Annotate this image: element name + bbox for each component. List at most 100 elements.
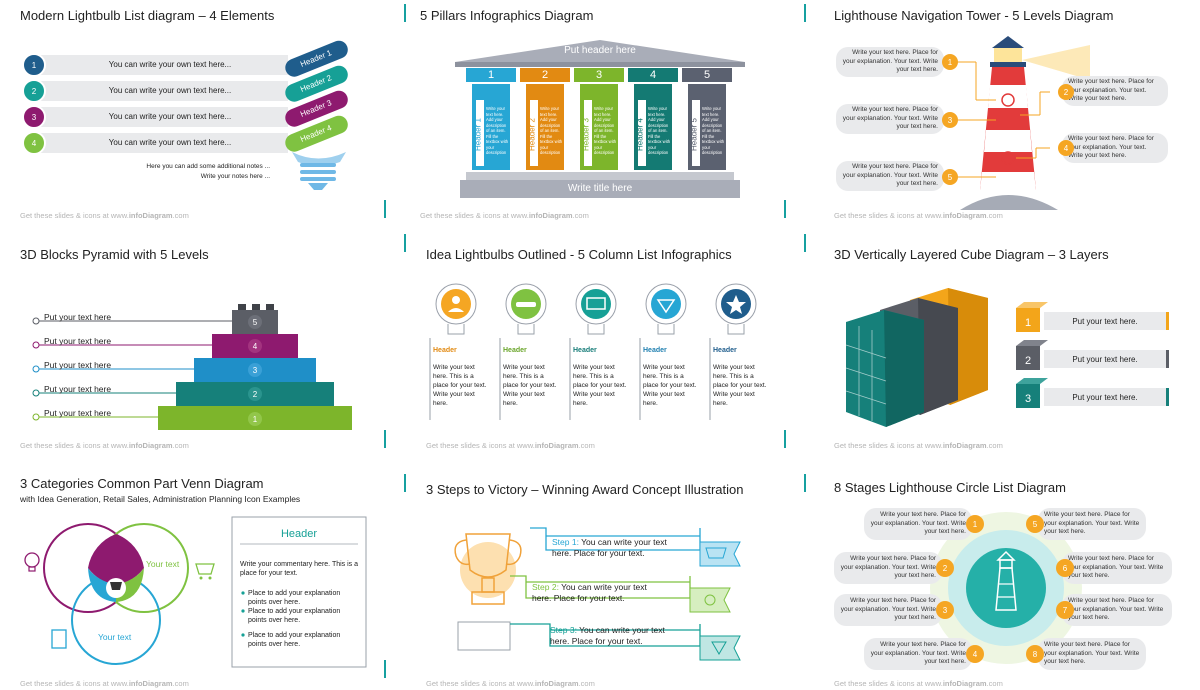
- pillar-header: Header 3: [581, 118, 591, 151]
- step-text: Step 3: You can write your text here. Pl…: [550, 625, 700, 647]
- slide-divider: [784, 200, 786, 218]
- step-text: Step 1: You can write your text here. Pl…: [552, 537, 702, 559]
- pillar-header: Header 5: [689, 118, 699, 151]
- callout-pill: Write your text here. Place for your exp…: [1062, 552, 1172, 584]
- slide-footer: Get these slides & icons at www.infoDiag…: [834, 441, 1003, 450]
- layer-number: 3: [1024, 393, 1032, 405]
- stage-number: 4: [966, 645, 984, 663]
- column-header: Header: [713, 347, 737, 354]
- slide-title: Modern Lightbulb List diagram – 4 Elemen…: [20, 8, 275, 23]
- lighthouse-circle-graphic: [930, 512, 1082, 664]
- slide-title: 3 Steps to Victory – Winning Award Conce…: [426, 482, 744, 497]
- slide-divider: [384, 430, 386, 448]
- level-number: 5: [252, 317, 258, 327]
- callout-pill: Write your text here. Place for your exp…: [834, 594, 942, 626]
- column-text: Write your text here. This is a place fo…: [643, 364, 697, 407]
- slide-title: 3D Vertically Layered Cube Diagram – 3 L…: [834, 247, 1109, 262]
- layer-text: Put your text here.: [1044, 388, 1166, 406]
- callout-pill: Write your text here. Place for your exp…: [836, 104, 944, 134]
- slide-thumbnail-steps-to-victory[interactable]: 3 Steps to Victory – Winning Award Conce…: [400, 460, 800, 690]
- pillar-number: 1: [487, 69, 495, 81]
- step-label: Step 2:: [532, 582, 559, 592]
- slide-thumbnail-blocks-pyramid[interactable]: 3D Blocks Pyramid with 5 Levels Put your…: [0, 230, 400, 460]
- box-text: Write your commentary here. This is a pl…: [240, 561, 359, 577]
- row-text: You can write your own text here...: [108, 138, 232, 147]
- slide-thumbnail-lighthouse-tower[interactable]: Lighthouse Navigation Tower - 5 Levels D…: [800, 0, 1200, 230]
- pillar-text: Write your text here. Add your descripti…: [594, 106, 617, 155]
- stage-number: 5: [1026, 515, 1044, 533]
- lightbulbs-graphic: [429, 283, 757, 420]
- bullet-item: Place to add your explanation points ove…: [248, 632, 341, 648]
- bullet-item: Place to add your explanation points ove…: [248, 590, 341, 606]
- slide-divider: [804, 234, 806, 252]
- slide-footer: Get these slides & icons at www.infoDiag…: [20, 211, 189, 220]
- stage-number: 2: [936, 559, 954, 577]
- pillar-number: 2: [541, 69, 549, 81]
- slide-divider: [804, 474, 806, 492]
- level-number: 5: [942, 169, 958, 185]
- slide-thumbnail-venn-diagram[interactable]: 3 Categories Common Part Venn Diagram wi…: [0, 460, 400, 690]
- slide-thumbnail-idea-lightbulbs[interactable]: Idea Lightbulbs Outlined - 5 Column List…: [400, 230, 800, 460]
- slide-divider: [404, 4, 406, 22]
- slide-footer: Get these slides & icons at www.infoDiag…: [20, 441, 189, 450]
- stage-number: 3: [936, 601, 954, 619]
- slide-footer: Get these slides & icons at www.infoDiag…: [834, 211, 1003, 220]
- step-line-1: You can write your text: [581, 537, 667, 547]
- slide-title: 3D Blocks Pyramid with 5 Levels: [20, 247, 209, 262]
- note-line: Here you can add some additional notes .…: [146, 163, 270, 170]
- slide-footer: Get these slides & icons at www.infoDiag…: [834, 679, 1003, 688]
- step-label: Step 3:: [550, 625, 577, 635]
- column-header: Header: [643, 347, 667, 354]
- slide-thumbnail-five-pillars[interactable]: 5 Pillars Infographics Diagram Put heade…: [400, 0, 800, 230]
- callout-pill: Write your text here. Place for your exp…: [1038, 508, 1146, 540]
- callout-pill: Write your text here. Place for your exp…: [1062, 594, 1172, 626]
- slide-footer: Get these slides & icons at www.infoDiag…: [420, 211, 589, 220]
- step-line-2: here. Place for your text.: [550, 636, 643, 646]
- base-title: Write title here: [567, 183, 633, 194]
- step-label: Step 1:: [552, 537, 579, 547]
- step-line-1: You can write your text: [561, 582, 647, 592]
- level-number: 2: [252, 389, 258, 399]
- venn-graphic: [24, 516, 367, 668]
- stage-number: 8: [1026, 645, 1044, 663]
- lightbulb-list-graphic: [22, 40, 348, 190]
- callout-pill: Write your text here. Place for your exp…: [1062, 76, 1168, 106]
- venn-circle-label: Your text: [146, 559, 180, 569]
- venn-circle-label: Your text: [52, 559, 86, 569]
- slide-divider: [804, 4, 806, 22]
- column-text: Write your text here. This is a place fo…: [433, 364, 487, 407]
- slide-footer: Get these slides & icons at www.infoDiag…: [426, 441, 595, 450]
- slide-divider: [784, 430, 786, 448]
- slide-footer: Get these slides & icons at www.infoDiag…: [426, 679, 595, 688]
- step-text: Step 2: You can write your text here. Pl…: [532, 582, 682, 604]
- slide-title: Lighthouse Navigation Tower - 5 Levels D…: [834, 8, 1114, 23]
- slide-title: 8 Stages Lighthouse Circle List Diagram: [834, 480, 1066, 495]
- row-text: You can write your own text here...: [108, 86, 232, 95]
- step-line-2: here. Place for your text.: [552, 548, 645, 558]
- slide-subtitle: with Idea Generation, Retail Sales, Admi…: [20, 494, 301, 504]
- row-number: 2: [31, 86, 37, 96]
- callout-pill: Write your text here. Place for your exp…: [1038, 638, 1146, 670]
- column-text: Write your text here. This is a place fo…: [573, 364, 627, 407]
- layer-number: 1: [1024, 317, 1032, 329]
- stage-number: 7: [1056, 601, 1074, 619]
- slide-title: 5 Pillars Infographics Diagram: [420, 8, 594, 23]
- pillar-header: Header 2: [527, 118, 537, 151]
- callout-pill: Write your text here. Place for your exp…: [836, 47, 944, 77]
- pillars-graphic: [455, 40, 745, 198]
- level-label: Put your text here: [44, 336, 112, 346]
- slide-divider: [384, 660, 386, 678]
- row-number: 1: [31, 60, 37, 70]
- pillar-header: Header 1: [473, 118, 483, 151]
- column-header: Header: [573, 347, 597, 354]
- stage-number: 6: [1056, 559, 1074, 577]
- level-number: 3: [942, 112, 958, 128]
- level-label: Put your text here: [44, 312, 112, 322]
- pillar-number: 4: [649, 69, 657, 81]
- slide-thumbnail-lighthouse-circle[interactable]: 8 Stages Lighthouse Circle List Diagram …: [800, 460, 1200, 690]
- level-number: 4: [1058, 140, 1074, 156]
- slide-thumbnail-layered-cube[interactable]: 3D Vertically Layered Cube Diagram – 3 L…: [800, 230, 1200, 460]
- box-header: Header: [280, 528, 318, 540]
- slide-thumbnail-lightbulb-list[interactable]: Modern Lightbulb List diagram – 4 Elemen…: [0, 0, 400, 230]
- level-number: 3: [252, 365, 258, 375]
